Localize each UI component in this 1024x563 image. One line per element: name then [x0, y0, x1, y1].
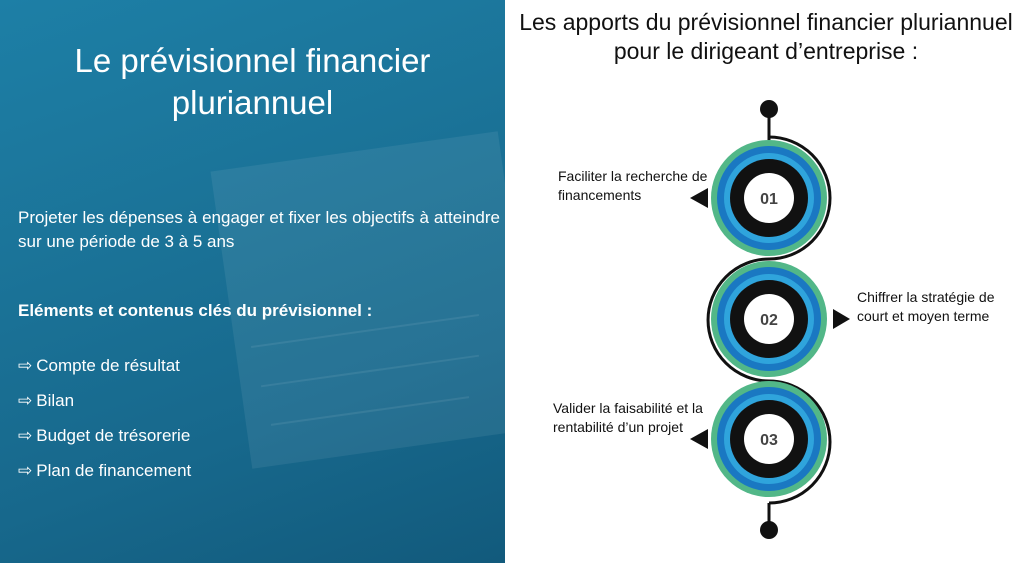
- step-3-pointer: [690, 429, 708, 449]
- step-2-number: 02: [760, 312, 778, 329]
- list-item: ⇨Compte de résultat: [18, 356, 180, 375]
- step-3-node: 03: [711, 381, 827, 497]
- timeline-diagram: 01 02 03: [690, 100, 850, 539]
- step-3-label: Valider la faisabilité et la rentabilité…: [553, 400, 703, 435]
- elements-list: ⇨Compte de résultat ⇨Bilan ⇨Budget de tr…: [18, 354, 191, 494]
- step-1-number: 01: [760, 191, 778, 208]
- right-title: Les apports du prévisionnel financier pl…: [519, 9, 1013, 64]
- step-1-node: 01: [711, 140, 827, 256]
- step-2-label: Chiffrer la stratégie de court et moyen …: [857, 289, 995, 324]
- arrow-right-icon: ⇨: [18, 356, 33, 375]
- step-2-pointer: [833, 309, 850, 329]
- left-panel: Le prévisionnel financier pluriannuel Pr…: [0, 0, 505, 563]
- left-description: Projeter les dépenses à engager et fixer…: [18, 208, 500, 251]
- step-3-number: 03: [760, 432, 778, 449]
- list-item: ⇨Budget de trésorerie: [18, 426, 191, 445]
- list-item: ⇨Bilan: [18, 391, 75, 410]
- arrow-right-icon: ⇨: [18, 391, 33, 410]
- step-1-pointer: [690, 188, 708, 208]
- list-item: ⇨Plan de financement: [18, 461, 192, 480]
- left-title: Le prévisionnel financier pluriannuel: [74, 42, 431, 121]
- background-paper: [210, 131, 505, 469]
- elements-heading: Eléments et contenus clés du prévisionne…: [18, 301, 373, 320]
- step-2-node: 02: [711, 261, 827, 377]
- timeline-start-dot: [760, 100, 778, 118]
- arrow-right-icon: ⇨: [18, 461, 33, 480]
- arrow-right-icon: ⇨: [18, 426, 33, 445]
- timeline-end-dot: [760, 521, 778, 539]
- step-1-label: Faciliter la recherche de financements: [558, 168, 708, 203]
